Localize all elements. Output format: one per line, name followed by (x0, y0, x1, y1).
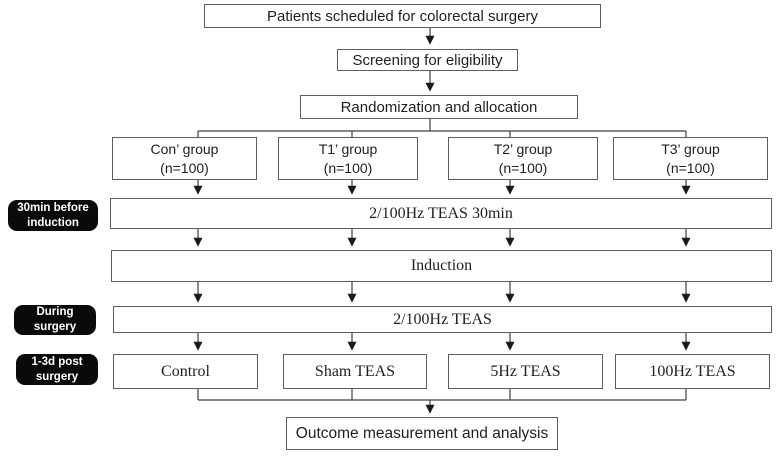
arm-box-5hz-teas: 5Hz TEAS (448, 354, 603, 389)
group-name: T1’ group (318, 140, 378, 157)
stage-box-teas: 2/100Hz TEAS (113, 306, 772, 333)
phase-label-during-surgery: During surgery (14, 305, 96, 335)
arm-box-sham-teas: Sham TEAS (283, 354, 427, 389)
group-size: (n=100) (160, 159, 209, 176)
screening-box: Screening for eligibility (337, 49, 518, 71)
group-name: T2’ group (493, 140, 553, 157)
group-box-t1: T1’ group (n=100) (278, 137, 418, 180)
group-box-t3: T3’ group (n=100) (613, 137, 768, 180)
group-size: (n=100) (666, 159, 715, 176)
phase-label-post-surgery: 1-3d post surgery (16, 354, 98, 385)
outcome-box: Outcome measurement and analysis (286, 417, 558, 450)
arm-box-control: Control (113, 354, 258, 389)
phase-line: induction (27, 216, 79, 229)
patients-box: Patients scheduled for colorectal surger… (204, 4, 601, 28)
group-name: Con’ group (150, 140, 219, 157)
phase-line: 1-3d post (31, 355, 83, 368)
stage-box-teas-30min: 2/100Hz TEAS 30min (110, 198, 772, 229)
phase-line: surgery (35, 370, 79, 383)
stage-box-induction: Induction (111, 250, 772, 282)
phase-line: surgery (33, 321, 77, 333)
group-box-con: Con’ group (n=100) (112, 137, 257, 180)
group-box-t2: T2’ group (n=100) (448, 137, 598, 180)
phase-label-before-induction: 30min before induction (8, 200, 98, 231)
phase-line: 30min before (17, 201, 89, 214)
arm-box-100hz-teas: 100Hz TEAS (615, 354, 770, 389)
group-name: T3’ group (661, 140, 720, 157)
randomization-box: Randomization and allocation (300, 95, 578, 119)
phase-line: During (36, 306, 74, 319)
group-size: (n=100) (498, 159, 548, 176)
group-size: (n=100) (323, 159, 373, 176)
